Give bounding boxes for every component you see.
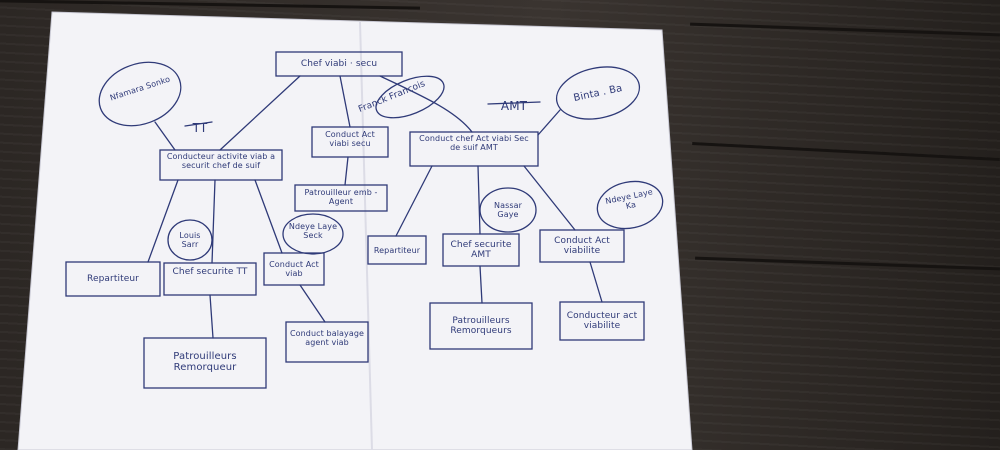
edge-binta-link bbox=[537, 109, 561, 136]
paper-sheet bbox=[18, 12, 692, 450]
box-repartiteur-left bbox=[65, 261, 161, 297]
edge-tt-underline bbox=[184, 121, 213, 127]
paper-shadow bbox=[17, 11, 693, 450]
edge-right-chef bbox=[477, 165, 481, 235]
name-ndeye-laye: Ndeye Laye Seck bbox=[288, 222, 338, 240]
edge-left-chef bbox=[211, 179, 216, 264]
edge-middle-agent bbox=[344, 156, 349, 186]
name-louis: Louis Sarr bbox=[179, 231, 201, 249]
box-left-manager bbox=[159, 149, 283, 181]
node-middle-manager: Conduct Act viabi secu bbox=[325, 130, 375, 148]
box-patrouilleur-agent bbox=[294, 184, 388, 212]
name-nassar: Nassar Gaye bbox=[493, 201, 522, 219]
annotation-amt: AMT bbox=[500, 99, 528, 113]
box-conduct-act-viabilite bbox=[539, 229, 625, 263]
edge-right-rep bbox=[395, 165, 433, 237]
box-patrouilleurs-right bbox=[429, 302, 533, 350]
box-patrouilleurs-left bbox=[143, 337, 267, 389]
box-right-manager bbox=[409, 131, 539, 167]
oval-nassar bbox=[479, 187, 537, 233]
oval-louis bbox=[167, 219, 213, 261]
node-conduct-act-viab-left: Conduct Act viab bbox=[269, 260, 319, 278]
edge-conduct-balayage bbox=[299, 284, 326, 323]
node-chef-securite-tt: Chef securite TT bbox=[172, 267, 248, 277]
node-conducteur-act-viabilite: Conducteur act viabilite bbox=[566, 311, 638, 331]
node-left-manager: Conducteur activite viab a securit chef … bbox=[166, 152, 276, 170]
edge-chef-patrouilleurs bbox=[209, 294, 214, 339]
edge-right-conduct bbox=[523, 165, 576, 231]
box-chef-securite-amt bbox=[442, 233, 520, 267]
node-patrouilleurs-left: Patrouilleurs Remorqueur bbox=[173, 351, 237, 373]
node-patrouilleur-agent: Patrouilleur emb - Agent bbox=[304, 188, 378, 206]
node-root: Chef viabi · secu bbox=[300, 59, 378, 69]
node-chef-securite-amt: Chef securite AMT bbox=[450, 240, 512, 260]
node-conduct-balayage: Conduct balayage agent viab bbox=[289, 329, 365, 347]
node-right-manager: Conduct chef Act viabi Sec de suif AMT bbox=[419, 134, 529, 152]
edge-root-left bbox=[219, 75, 301, 151]
edge-chef-patrouilleurs-right bbox=[479, 265, 483, 304]
edge-left-conduct bbox=[254, 179, 283, 254]
oval-franck bbox=[375, 75, 445, 119]
edge-amt-underline bbox=[487, 101, 541, 105]
node-repartiteur-left: Repartiteur bbox=[87, 274, 139, 284]
box-conduct-act-viab-left bbox=[263, 252, 325, 286]
edge-root-right bbox=[379, 75, 473, 133]
edge-root-middle bbox=[339, 75, 351, 128]
oval-ndeye-laye-ka bbox=[596, 180, 664, 230]
node-conduct-act-viabilite: Conduct Act viabilite bbox=[554, 236, 610, 256]
node-repartiteur-right: Repartiteur bbox=[373, 246, 421, 255]
oval-ndeye-laye bbox=[282, 213, 344, 255]
box-repartiteur-right bbox=[367, 235, 427, 265]
edge-conduct-conducteur bbox=[589, 261, 603, 303]
paper-fold bbox=[359, 21, 373, 450]
oval-nfamara bbox=[98, 61, 182, 127]
edge-left-rep bbox=[147, 179, 179, 263]
oval-binta bbox=[555, 66, 641, 120]
box-conduct-balayage bbox=[285, 321, 369, 363]
edge-nfamara-link bbox=[154, 121, 176, 151]
box-root bbox=[275, 51, 403, 77]
node-patrouilleurs-right: Patrouilleurs Remorqueurs bbox=[450, 316, 512, 336]
annotation-tt: TT bbox=[192, 121, 208, 135]
